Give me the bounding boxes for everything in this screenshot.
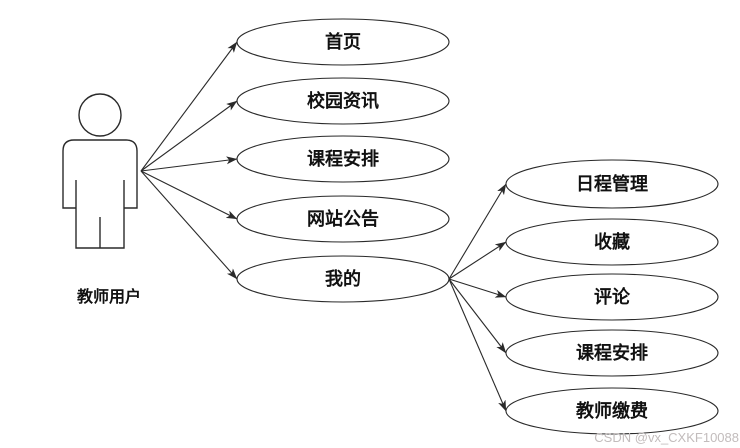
edge-actor-to-home (140, 41, 238, 172)
usecase-campus-news: 校园资讯 (236, 77, 450, 125)
usecase-label-site-announcement: 网站公告 (307, 208, 379, 229)
usecase-site-announcement: 网站公告 (236, 195, 450, 243)
edge-mine-to-teacher-payment (448, 278, 507, 412)
usecase-teacher-payment: 教师缴费 (505, 387, 719, 435)
usecase-label-favorites: 收藏 (594, 231, 630, 252)
edge-actor-to-mine (140, 170, 238, 280)
association-edges (140, 41, 507, 412)
actor-head-icon (78, 93, 122, 137)
edge-mine-to-course-schedule-mine (448, 278, 507, 354)
actor-torso-icon (62, 139, 138, 209)
actor-legs-icon (75, 180, 125, 249)
usecase-label-campus-news: 校园资讯 (307, 90, 379, 111)
usecase-label-home: 首页 (325, 31, 361, 52)
usecase-label-mine: 我的 (325, 268, 361, 289)
usecase-label-schedule-management: 日程管理 (576, 173, 648, 194)
usecase-course-schedule: 课程安排 (236, 135, 450, 183)
usecase-label-comments: 评论 (594, 286, 631, 307)
usecase-schedule-management: 日程管理 (505, 159, 719, 209)
watermark: CSDN @vx_CXKF10088 (594, 430, 739, 445)
actor-teacher-user: 教师用户 (62, 93, 141, 306)
usecase-favorites: 收藏 (505, 218, 719, 266)
usecase-label-course-schedule: 课程安排 (307, 148, 379, 169)
edge-actor-to-campus-news (140, 100, 238, 172)
usecase-mine: 我的 (236, 255, 450, 303)
actor-label: 教师用户 (77, 287, 141, 306)
usecase-home: 首页 (236, 18, 450, 66)
edge-actor-to-course-schedule (140, 156, 238, 172)
usecase-course-schedule-mine: 课程安排 (505, 329, 719, 377)
edge-mine-to-comments (448, 278, 507, 298)
usecase-comments: 评论 (505, 273, 719, 321)
usecase-label-teacher-payment: 教师缴费 (576, 400, 648, 421)
edge-mine-to-favorites (448, 241, 507, 280)
usecase-label-course-schedule-mine: 课程安排 (576, 342, 648, 363)
edge-mine-to-schedule-management (448, 183, 507, 280)
edge-actor-to-site-announcement (140, 170, 238, 220)
